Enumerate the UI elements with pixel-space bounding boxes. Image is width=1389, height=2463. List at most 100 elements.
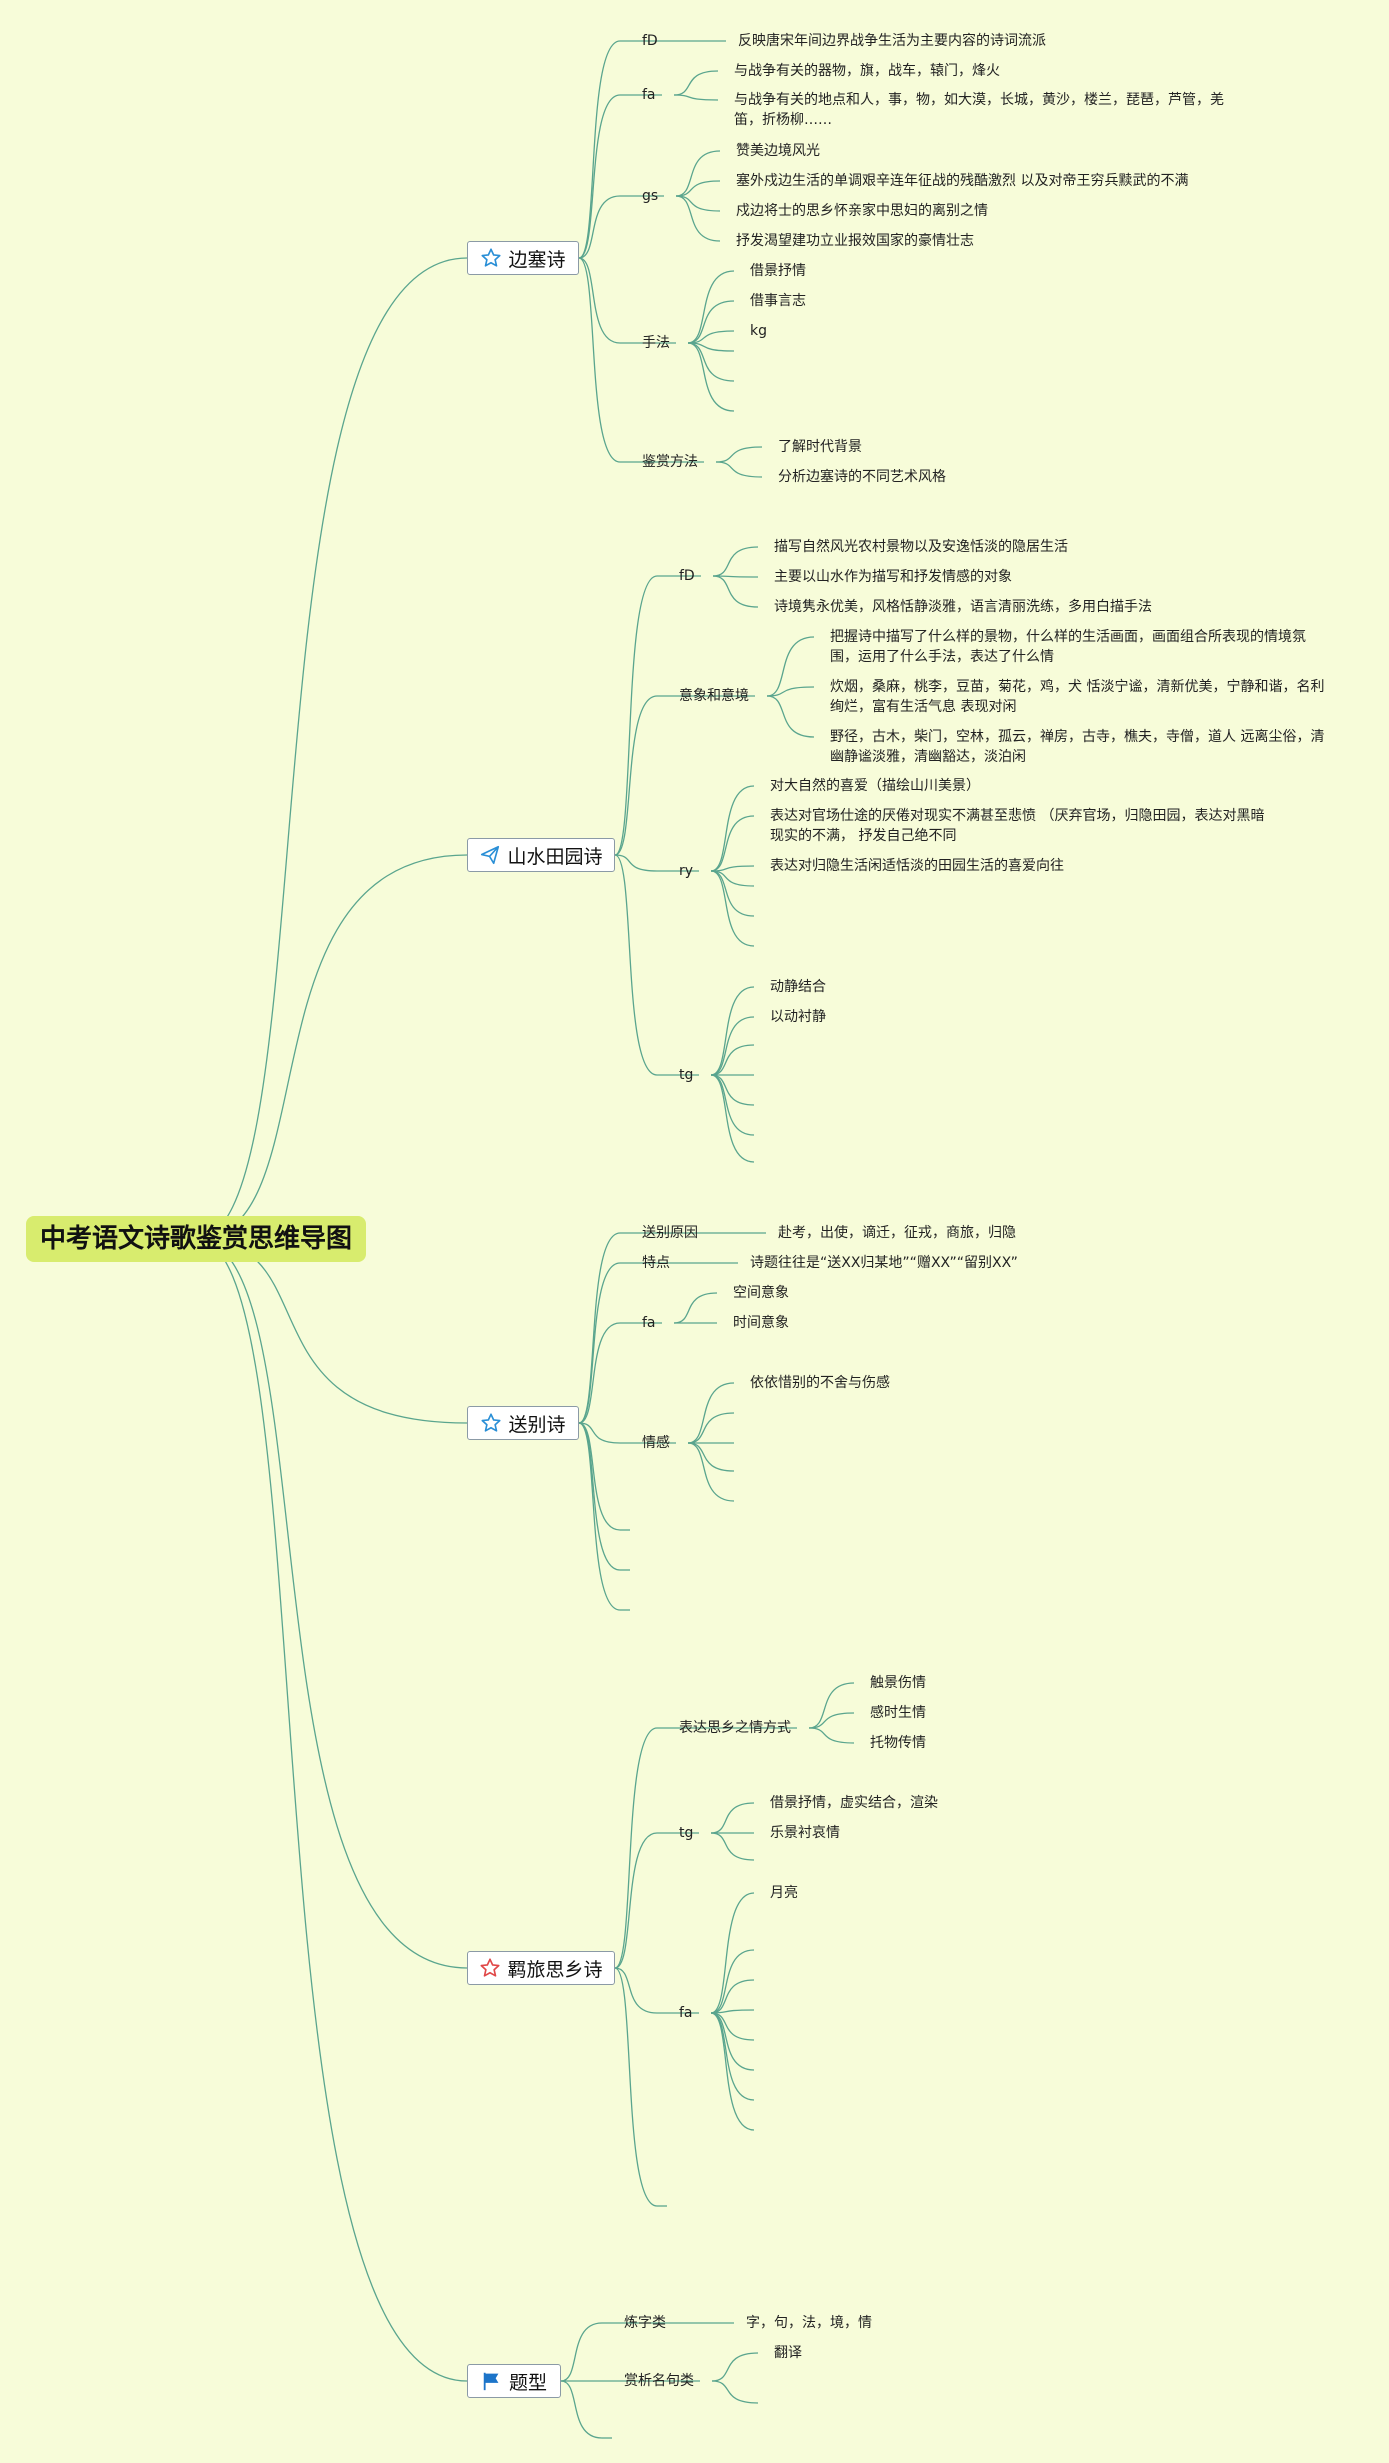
empty-item-line — [710, 1832, 755, 1861]
empty-branch-line — [614, 1967, 658, 2207]
root-topic[interactable]: 中考语文诗歌鉴赏思维导图 — [26, 1216, 366, 1262]
branch-2[interactable]: 山水田园诗 — [467, 838, 615, 872]
leaf-item[interactable]: 依依惜别的不舍与伤感 — [750, 1375, 890, 1391]
branch-label: 羁旅思乡诗 — [507, 1958, 603, 1981]
branch-label: 边塞诗 — [508, 248, 566, 271]
empty-item-line — [710, 1074, 755, 1163]
leaf-item[interactable]: 托物传情 — [870, 1735, 926, 1751]
leaf-item[interactable]: 塞外戍边生活的单调艰辛连年征战的残酷激烈 以及对帝王穷兵黩武的不满 — [736, 173, 1189, 189]
leaf-item[interactable]: 以动衬静 — [770, 1009, 826, 1025]
leaf-item[interactable]: 借景抒情 — [750, 263, 806, 279]
root-connector — [195, 1238, 468, 1969]
item-connector — [710, 785, 755, 872]
branch-1[interactable]: 边塞诗 — [467, 241, 579, 275]
leaf-item[interactable]: 感时生情 — [870, 1705, 926, 1721]
leaf-item[interactable]: 野径，古木，柴门，空林，孤云，禅房，古寺，樵夫，寺僧，道人 远离尘俗，清幽静谧淡… — [830, 729, 1325, 765]
leaf-item[interactable]: 月亮 — [770, 1885, 798, 1901]
leaf-item[interactable]: 乐景衬哀情 — [770, 1825, 840, 1841]
item-connector — [710, 815, 755, 872]
leaf-item[interactable]: 字，句，法，境，情 — [746, 2315, 872, 2331]
section-label[interactable]: 情感 — [642, 1435, 670, 1451]
section-label[interactable]: fa — [679, 2005, 693, 2021]
empty-branch-line — [578, 1422, 621, 1571]
root-connector — [195, 854, 468, 1240]
leaf-item[interactable]: 戍边将士的思乡怀亲家中思妇的离别之情 — [736, 203, 988, 219]
leaf-item[interactable]: 动静结合 — [770, 979, 826, 995]
section-label[interactable]: 意象和意境 — [679, 688, 749, 704]
leaf-item[interactable]: 触景伤情 — [870, 1675, 926, 1691]
branch-3[interactable]: 送别诗 — [467, 1406, 579, 1440]
item-connector — [715, 461, 763, 478]
item-connector — [673, 70, 719, 96]
leaf-item[interactable]: 与战争有关的地点和人，事，物，如大漠，长城，黄沙，楼兰，琵琶，芦管，羌笛，折杨柳… — [734, 92, 1224, 128]
branch-5[interactable]: 题型 — [467, 2364, 561, 2398]
section-label[interactable]: gs — [642, 188, 659, 204]
flag-icon — [481, 2370, 503, 2392]
leaf-item[interactable]: 反映唐宋年间边界战争生活为主要内容的诗词流派 — [738, 33, 1046, 49]
section-connector — [578, 1322, 621, 1424]
section-connector — [560, 2322, 603, 2382]
leaf-item[interactable]: 与战争有关的器物，旗，战车，辕门，烽火 — [734, 63, 1000, 79]
leaf-item[interactable]: 分析边塞诗的不同艺术风格 — [778, 469, 946, 485]
item-connector — [808, 1727, 855, 1744]
section-label[interactable]: fa — [642, 1315, 656, 1331]
section-label[interactable]: 表达思乡之情方式 — [679, 1720, 791, 1736]
section-label[interactable]: 送别原因 — [642, 1225, 698, 1241]
leaf-item[interactable]: 借事言志 — [750, 293, 806, 309]
leaf-item[interactable]: 描写自然风光农村景物以及安逸恬淡的隐居生活 — [774, 539, 1068, 555]
section-label[interactable]: fD — [642, 33, 658, 49]
section-label[interactable]: fa — [642, 87, 656, 103]
section-label[interactable]: ry — [679, 863, 694, 879]
item-connector — [712, 575, 759, 578]
branch-4[interactable]: 羁旅思乡诗 — [467, 1951, 615, 1985]
section-label[interactable]: 赏析名句类 — [624, 2373, 694, 2389]
section-label[interactable]: 手法 — [642, 335, 670, 351]
empty-item-line — [710, 1074, 755, 1106]
section-label[interactable]: 鉴赏方法 — [642, 454, 698, 470]
section-connector — [614, 1967, 658, 2014]
section-connector — [614, 1727, 658, 1969]
section-label[interactable]: fD — [679, 568, 695, 584]
empty-item-line — [687, 1442, 735, 1472]
empty-item-line — [687, 1412, 735, 1444]
leaf-item[interactable]: 诗题往往是“送XX归某地”“赠XX”“留别XX” — [750, 1255, 1018, 1271]
root-connector — [195, 1238, 468, 2382]
leaf-item[interactable]: 赴考，出使，谪迁，征戎，商旅，归隐 — [778, 1225, 1016, 1241]
leaf-item[interactable]: kg — [750, 323, 767, 339]
leaf-item[interactable]: 把握诗中描写了什么样的景物，什么样的生活画面，画面组合所表现的情境氛围，运用了什… — [830, 629, 1306, 665]
section-connector — [578, 1232, 621, 1424]
section-label[interactable]: tg — [679, 1067, 694, 1083]
leaf-item[interactable]: 翻译 — [774, 2345, 802, 2361]
leaf-item[interactable]: 抒发渴望建功立业报效国家的豪情壮志 — [736, 233, 974, 249]
item-connector — [675, 195, 721, 242]
item-connector — [673, 94, 719, 101]
leaf-item[interactable]: 表达对归隐生活闲适恬淡的田园生活的喜爱向往 — [770, 858, 1064, 874]
leaf-item[interactable]: 时间意象 — [733, 1315, 789, 1331]
leaf-item[interactable]: 炊烟，桑麻，桃李，豆苗，菊花，鸡，犬 恬淡宁谧，清新优美，宁静和谐，名利绚烂，富… — [830, 679, 1325, 715]
empty-branch-line — [578, 1422, 621, 1611]
section-connector — [578, 1262, 621, 1424]
item-connector — [766, 636, 815, 697]
section-connector — [614, 1832, 658, 1969]
section-label[interactable]: 炼字类 — [624, 2315, 666, 2331]
leaf-item[interactable]: 诗境隽永优美，风格恬静淡雅，语言清丽洗练，多用白描手法 — [774, 599, 1152, 615]
root-connector — [195, 1238, 468, 1424]
leaf-item[interactable]: 对大自然的喜爱（描绘山川美景） — [770, 778, 980, 794]
leaf-item[interactable]: 空间意象 — [733, 1285, 789, 1301]
leaf-item[interactable]: 了解时代背景 — [778, 439, 862, 455]
section-label[interactable]: 特点 — [642, 1255, 670, 1271]
empty-item-line — [710, 2012, 755, 2041]
section-connector — [614, 854, 658, 872]
empty-item-line — [710, 2012, 755, 2131]
item-connector — [766, 686, 815, 697]
leaf-item[interactable]: 借景抒情，虚实结合，渲染 — [770, 1795, 938, 1811]
star-outline-red-icon — [479, 1957, 501, 1979]
item-connector — [673, 1292, 718, 1324]
leaf-item[interactable]: 表达对官场仕途的厌倦对现实不满甚至悲愤 （厌弃官场，归隐田园，表达对黑暗现实的不… — [770, 808, 1265, 844]
empty-item-line — [687, 342, 735, 412]
leaf-item[interactable]: 赞美边境风光 — [736, 143, 820, 159]
item-connector — [712, 575, 759, 608]
item-connector — [808, 1682, 855, 1729]
leaf-item[interactable]: 主要以山水作为描写和抒发情感的对象 — [774, 569, 1012, 585]
section-label[interactable]: tg — [679, 1825, 694, 1841]
